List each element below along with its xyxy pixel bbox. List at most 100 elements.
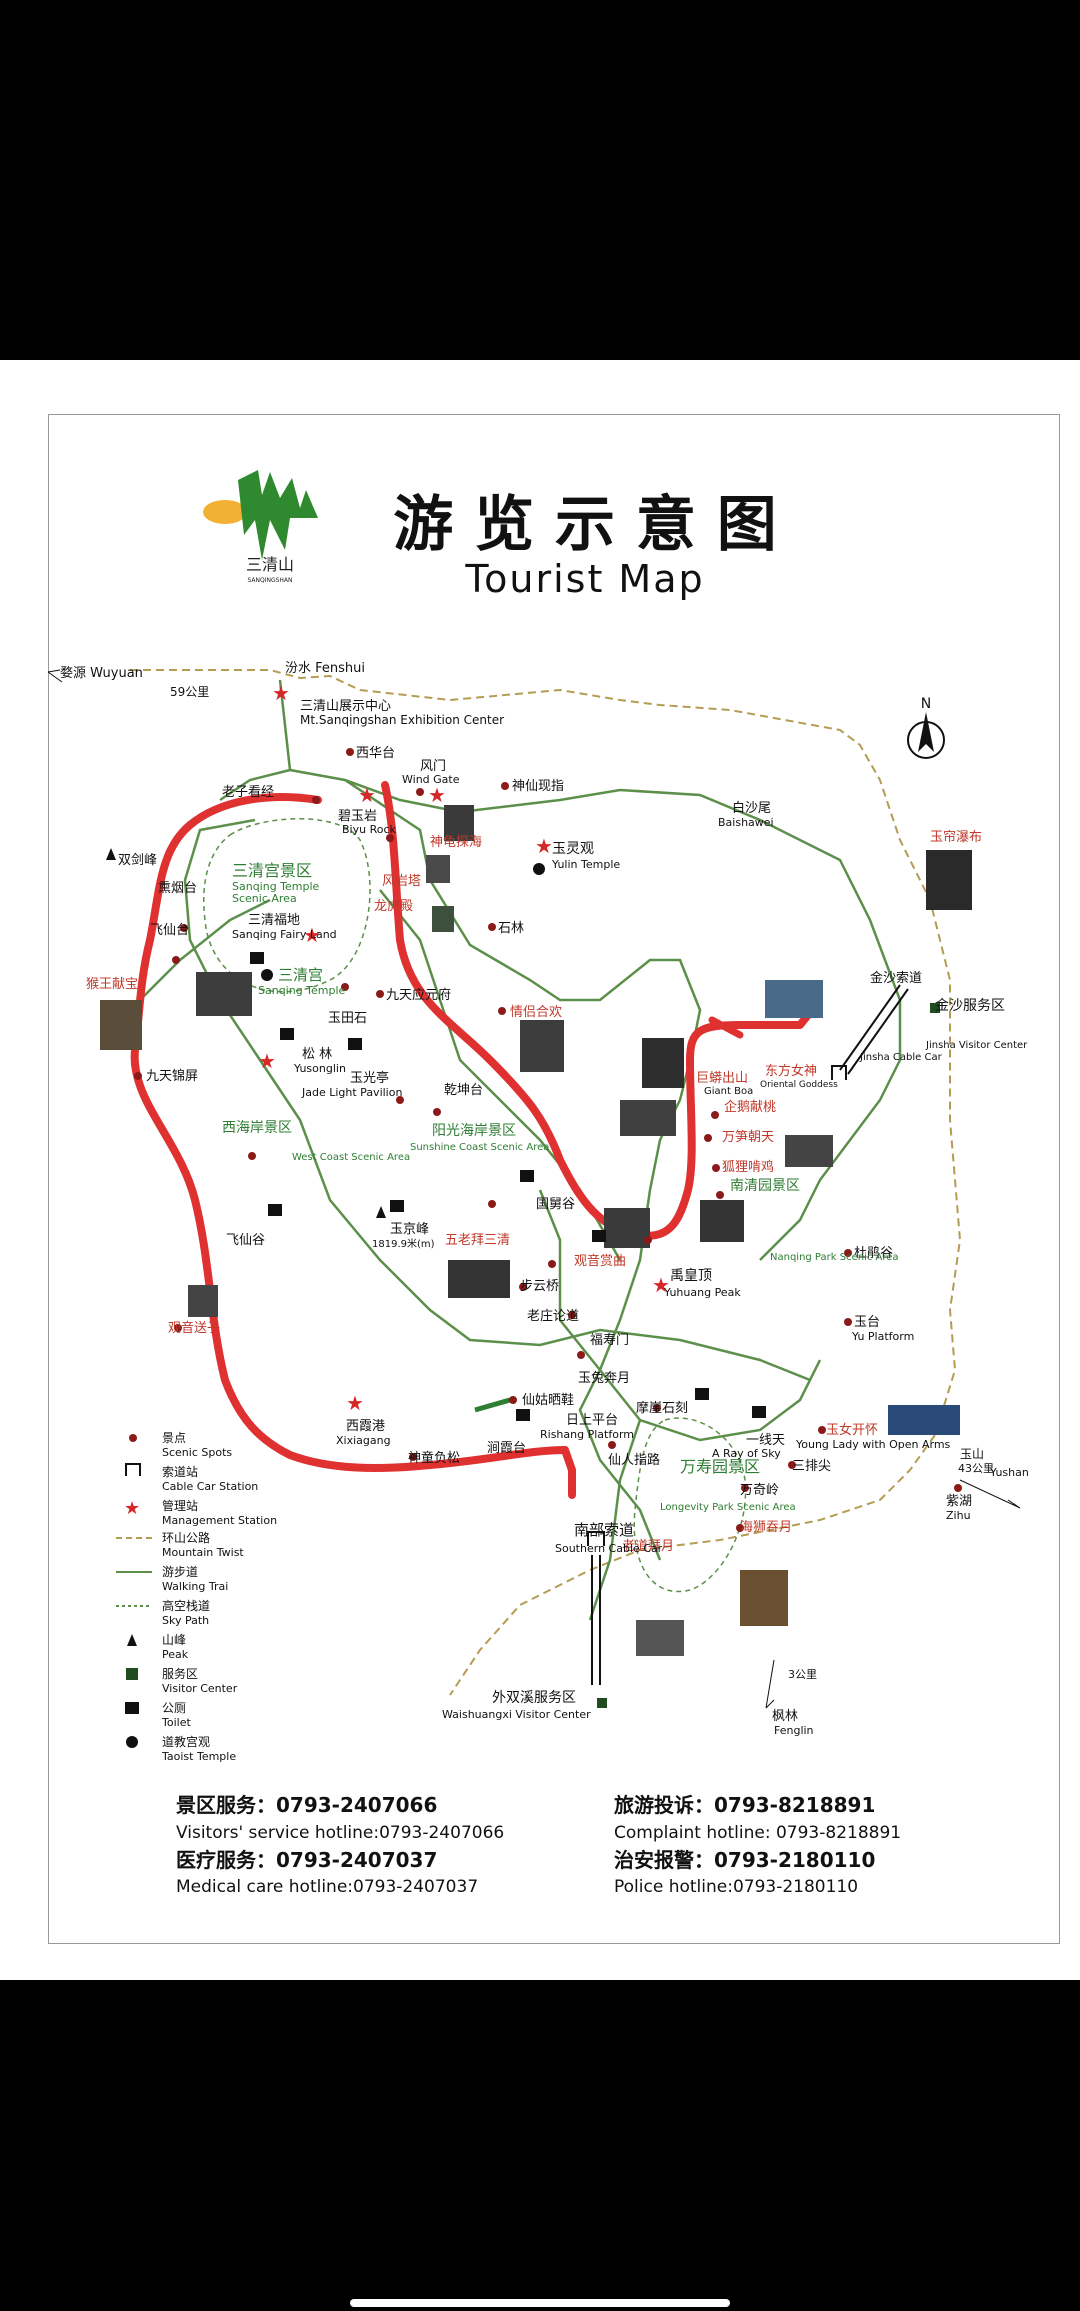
- svg-text:游步道: 游步道: [162, 1565, 198, 1579]
- label-yushan-en: Yushan: [989, 1466, 1029, 1479]
- toilet-icon: [125, 1702, 139, 1714]
- star-icon: ★: [124, 1498, 140, 1519]
- toilets: [250, 952, 766, 1421]
- label-feixiangu: 飞仙谷: [226, 1233, 265, 1248]
- legend-item-cable-car: 索道站 Cable Car Station: [125, 1463, 258, 1493]
- label-baishawei-zh: 白沙尾: [732, 800, 771, 816]
- label-yuguangting-zh: 玉光亭: [350, 1070, 389, 1086]
- label-sanqinggong-en: Sanqing Temple: [258, 984, 346, 997]
- label-xihaian-area-en: West Coast Scenic Area: [292, 1152, 410, 1163]
- home-indicator[interactable]: [350, 2299, 730, 2307]
- visitor-center-icon: [126, 1668, 138, 1680]
- label-fenshui: 汾水 Fenshui: [285, 661, 365, 676]
- label-yutubenyue: 玉兔奔月: [578, 1371, 630, 1386]
- management-stations: ★ ★ ★ ★ ★ ★ ★ ★: [258, 681, 670, 1415]
- label-xianguxiaxie: 仙姑晒鞋: [522, 1392, 574, 1408]
- label-yujingfeng-en: 1819.9米(m): [372, 1237, 435, 1250]
- label-jinshacablecar-en: Jinsha Cable Car: [859, 1052, 943, 1063]
- photo-thumbnails: [100, 805, 972, 1656]
- label-yujingfeng-zh: 玉京峰: [390, 1222, 429, 1237]
- taoist-temple-icon: [126, 1736, 138, 1748]
- label-shentongfusong: 神童负松: [408, 1450, 460, 1466]
- title-zh: 游 览 示 意 图: [393, 490, 777, 560]
- label-guanyinshangqu: 观音赏曲: [574, 1253, 626, 1269]
- label-nanbu-cable-zh: 南部索道: [574, 1521, 634, 1539]
- temples: [261, 863, 545, 981]
- label-shenguitanhai: 神龟探海: [430, 835, 482, 850]
- hotline-service-en: Visitors' service hotline:0793-2407066: [176, 1823, 504, 1843]
- label-fenglin-en: Fenglin: [774, 1724, 814, 1737]
- star-icon: ★: [303, 923, 321, 947]
- mountain-twist-road: [130, 669, 962, 1696]
- compass: N: [907, 696, 945, 759]
- label-yushan-zh: 玉山: [960, 1447, 984, 1461]
- svg-text:Management Station: Management Station: [162, 1514, 277, 1527]
- label-yushan-km: 43公里: [958, 1462, 994, 1475]
- star-icon: ★: [272, 681, 290, 705]
- label-dongfangnvshen-zh: 东方女神: [765, 1063, 817, 1079]
- svg-text:Peak: Peak: [162, 1648, 189, 1661]
- label-wanshouyuan-en: Longevity Park Scenic Area: [660, 1502, 796, 1513]
- north-arrow-icon: [918, 712, 934, 752]
- label-feixiantai: 飞仙台: [150, 923, 189, 938]
- label-shuangjianfeng: 双剑峰: [118, 852, 157, 868]
- label-jumangchushan-en: Giant Boa: [704, 1086, 753, 1097]
- hotline-police-en: Police hotline:0793-2180110: [614, 1877, 858, 1897]
- svg-text:景点: 景点: [162, 1431, 186, 1445]
- label-exhibition-zh: 三清山展示中心: [300, 699, 391, 714]
- cable-car-icon: [587, 1531, 605, 1546]
- label-fenglin-zh: 枫林: [772, 1709, 798, 1724]
- label-biyuyan-en: Biyu Rock: [342, 823, 397, 836]
- legend-item-management: ★ 管理站 Management Station: [124, 1498, 277, 1527]
- label-sanqinggong-zh: 三清宫: [278, 966, 323, 984]
- peak-icon: [106, 848, 116, 860]
- label-wansunchaotian: 万笋朝天: [722, 1129, 774, 1145]
- jinsha-cable-car-line: [839, 984, 909, 1075]
- label-guanyinsongzi: 观音送子: [168, 1320, 220, 1336]
- cable-car-icon: [125, 1463, 141, 1476]
- label-songlin-en: Yusonglin: [293, 1062, 346, 1075]
- label-qieexiantao: 企鹅献桃: [724, 1099, 776, 1115]
- label-exhibition-en: Mt.Sanqingshan Exhibition Center: [300, 713, 504, 727]
- label-sanqingfudi-en: Sanqing Fairy Land: [232, 928, 337, 941]
- hotline-medical-zh: 医疗服务：0793-2407037: [176, 1848, 437, 1872]
- svg-text:道教宫观: 道教宫观: [162, 1734, 210, 1749]
- label-yulianpubu: 玉帘瀑布: [930, 829, 982, 845]
- label-rishangpingtai-en: Rishang Platform: [540, 1428, 634, 1441]
- label-yutai-zh: 玉台: [854, 1315, 880, 1330]
- label-zihu-en: Zihu: [946, 1509, 971, 1522]
- legend-item-visitor-center: 服务区 Visitor Center: [126, 1666, 238, 1695]
- label-yuguangting-en: Jade Light Pavilion: [301, 1086, 402, 1099]
- label-songlin-zh: 松 林: [302, 1047, 332, 1062]
- svg-text:高空栈道: 高空栈道: [162, 1598, 210, 1613]
- legend-item-mountain-twist: 环山公路 Mountain Twist: [116, 1530, 244, 1559]
- hotline-complaint-zh: 旅游投诉：0793-8218891: [614, 1793, 875, 1817]
- label-buyunqiao: 步云桥: [520, 1279, 559, 1294]
- label-sanqingfudi-zh: 三清福地: [248, 913, 300, 928]
- svg-text:Cable Car Station: Cable Car Station: [162, 1480, 258, 1493]
- label-shilin: 石林: [498, 921, 524, 936]
- label-yixiantian-en: A Ray of Sky: [712, 1447, 781, 1460]
- label-dujianggu: 杜鹃谷: [854, 1245, 893, 1261]
- label-haishichunyue: 海狮吞月: [740, 1520, 792, 1535]
- legend-item-toilet: 公厕 Toilet: [125, 1701, 191, 1729]
- toilet-icon: [268, 1204, 282, 1216]
- label-yangguang-area-zh: 阳光海岸景区: [432, 1123, 516, 1139]
- label-xianrenzhilu: 仙人指路: [608, 1452, 660, 1468]
- label-xihuatai: 西华台: [356, 746, 395, 761]
- svg-text:Taoist Temple: Taoist Temple: [161, 1750, 236, 1763]
- label-wulaobaisanqing: 五老拜三清: [445, 1233, 510, 1248]
- label-nanqingyuan-area-en: Nanqing Park Scenic Area: [770, 1252, 899, 1263]
- svg-text:Sky Path: Sky Path: [162, 1614, 209, 1627]
- label-xiangtai: 涧霞台: [487, 1441, 526, 1456]
- map-frame: [48, 414, 1060, 1944]
- label-yutianshi: 玉田石: [328, 1011, 367, 1026]
- label-sanqinggong-area-en1: Sanqing Temple: [232, 880, 320, 893]
- label-nanbu-cable-en: Southern Cable Car: [555, 1542, 663, 1555]
- label-sanpaijian: 三排尖: [792, 1459, 831, 1474]
- label-yangguang-area-en: Sunshine Coast Scenic Area: [410, 1142, 549, 1153]
- label-wuyuan: 婺源 Wuyuan: [60, 665, 143, 681]
- toilet-icon: [348, 1038, 362, 1050]
- legend: 景点 Scenic Spots 索道站 Cable Car Station ★ …: [116, 1431, 277, 1763]
- peak-icon: [376, 1206, 386, 1218]
